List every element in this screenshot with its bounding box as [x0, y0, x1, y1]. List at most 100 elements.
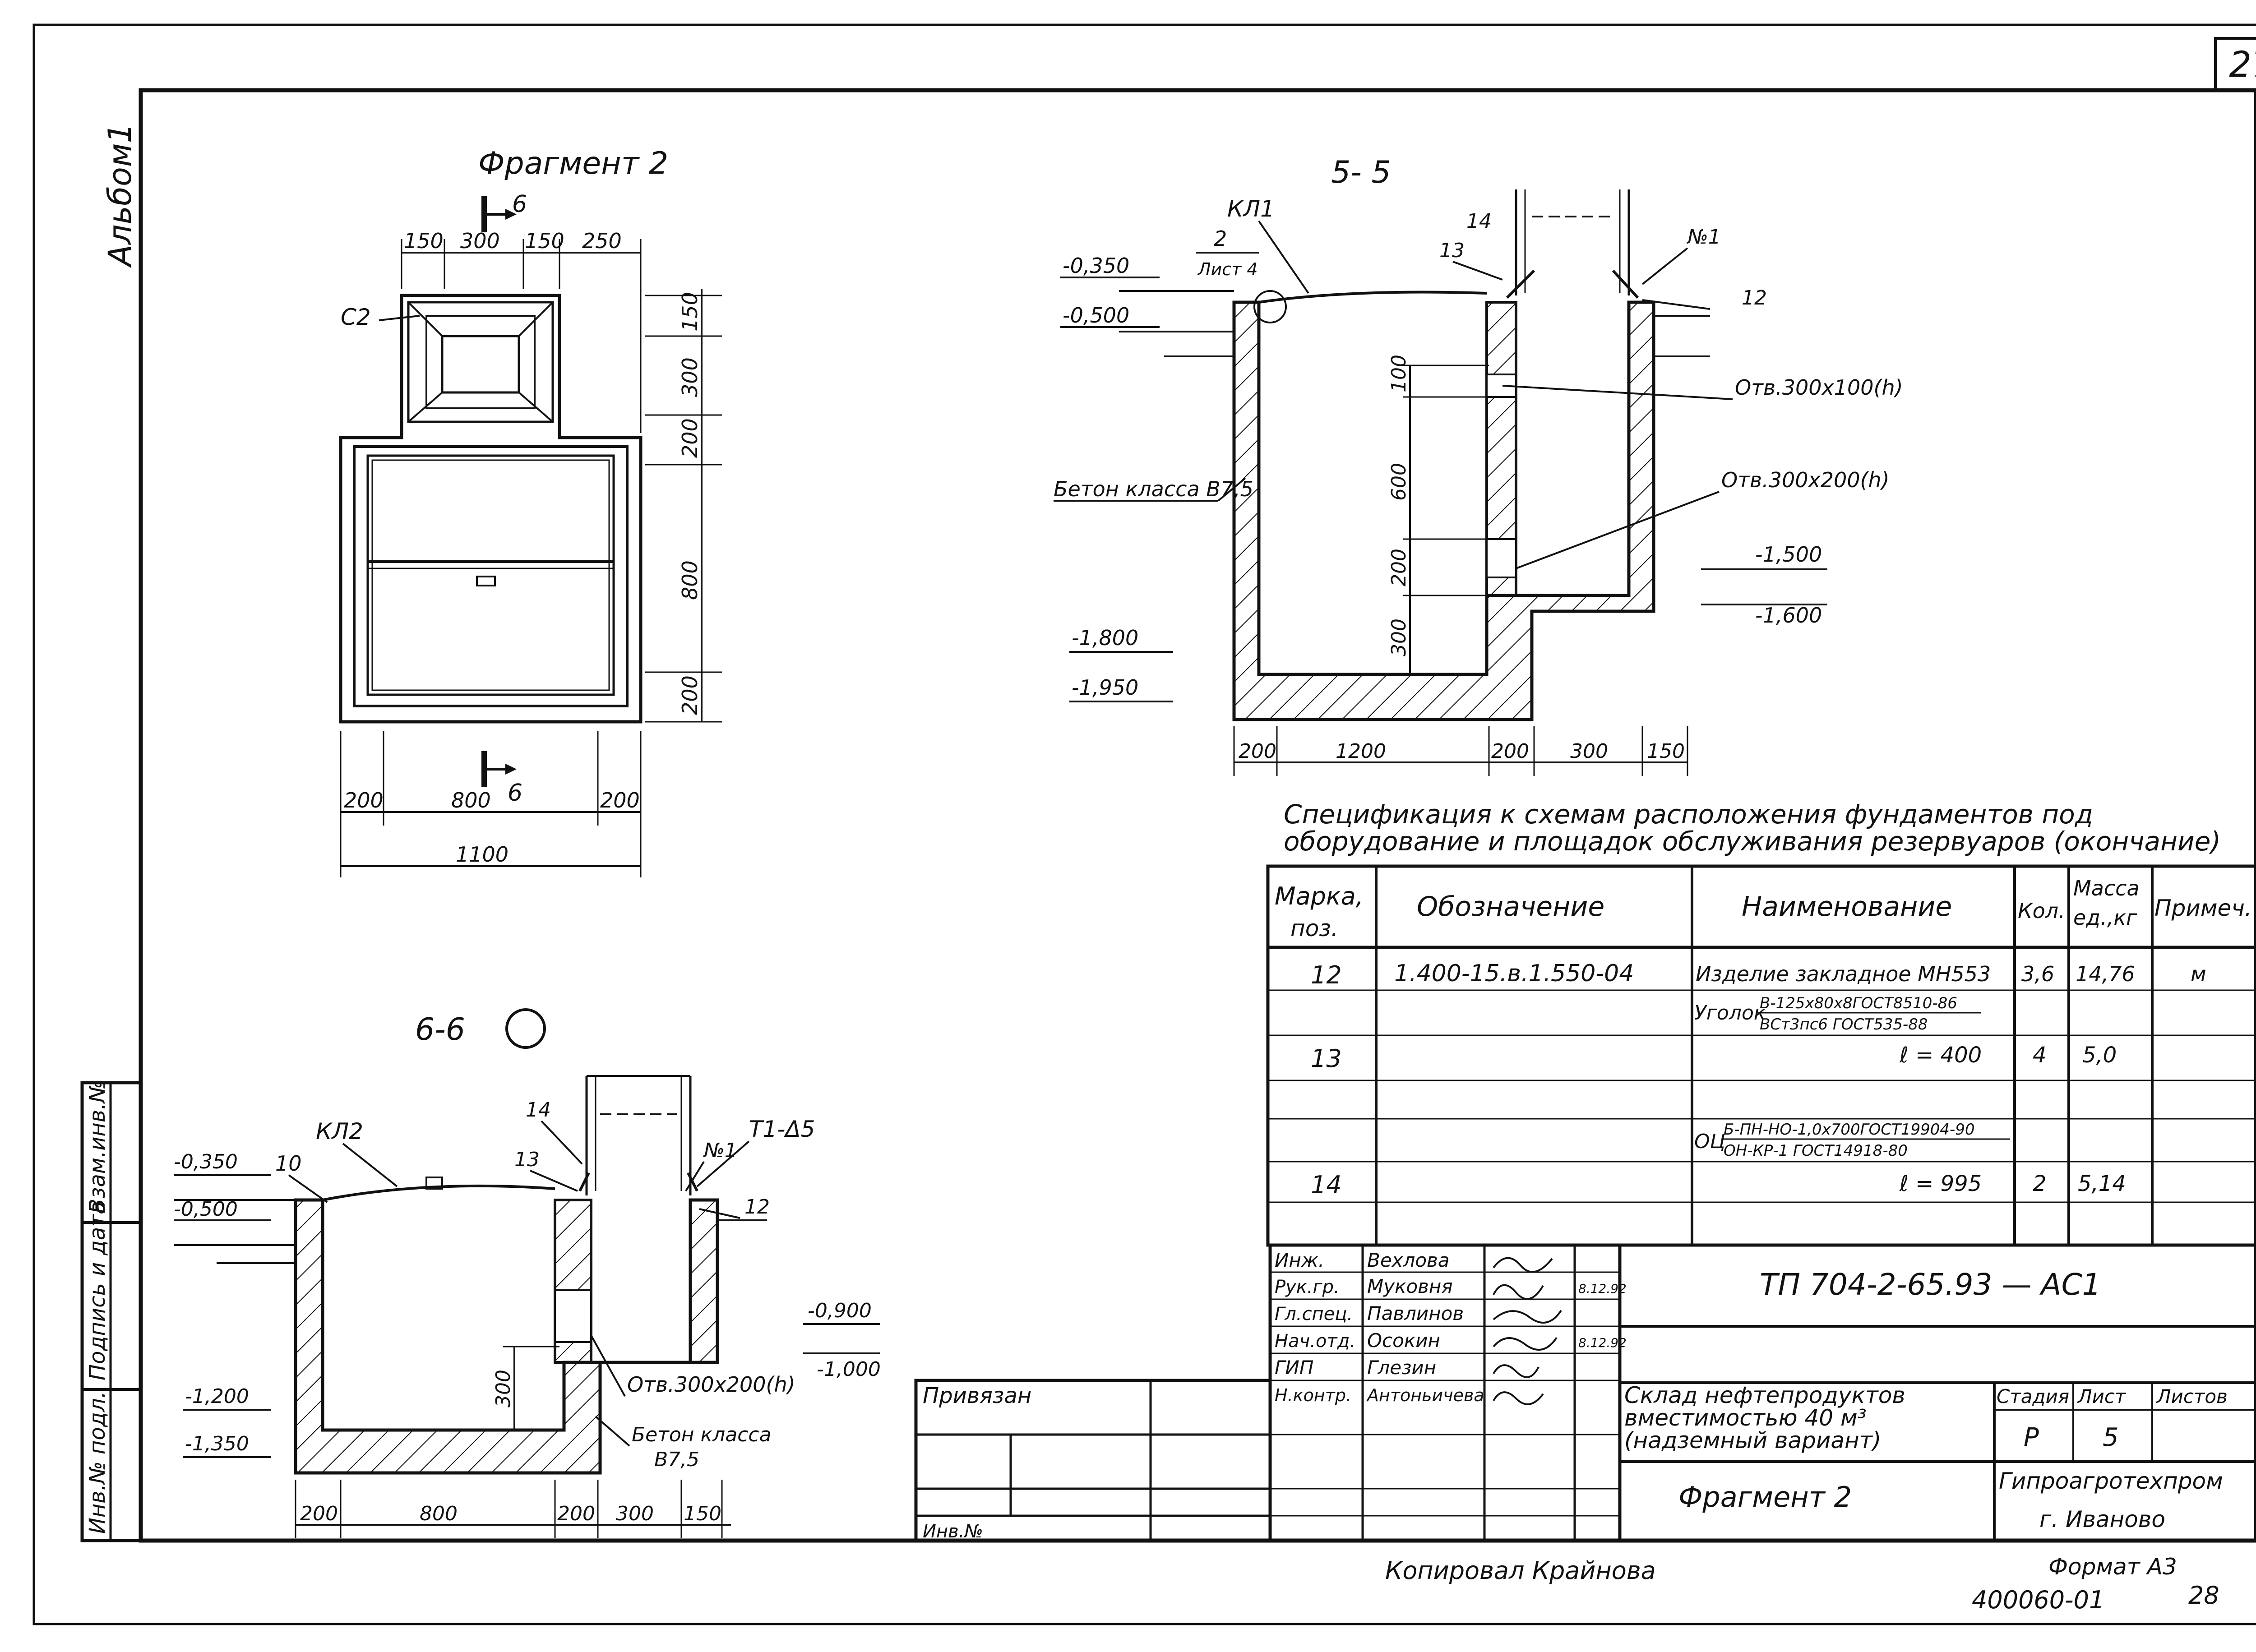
tb-name-2: Павлинов: [1367, 1302, 1464, 1324]
s55-dim-bottom-0: 200: [1239, 740, 1276, 763]
s66-dim-bottom-1: 800: [420, 1502, 458, 1525]
section66-rotation-icon: [505, 1008, 546, 1049]
tb-privyazan: Привязан: [923, 1383, 1031, 1408]
row5-naim: ℓ = 995: [1899, 1171, 1982, 1196]
spec-table: Спецификация к схемам расположения фунда…: [1266, 799, 2256, 1247]
tb-object-2: вместимостью 40 м³: [1624, 1405, 1867, 1431]
s55-ref-num: 2: [1214, 226, 1227, 251]
s66-dim-vert: 300: [492, 1370, 515, 1407]
dim-top-1: 300: [460, 229, 500, 253]
s66-concrete-1: Бетон класса: [632, 1423, 772, 1446]
tb-org-1: Гипроагротехпром: [1999, 1468, 2223, 1494]
tb-inv-no: Инв.№: [923, 1521, 983, 1542]
hdr-marka-2: поз.: [1290, 915, 1338, 941]
dim-bottom-1: 800: [451, 788, 491, 812]
tb-role-5: Н.контр.: [1275, 1385, 1351, 1405]
row5-kol: 2: [2033, 1171, 2047, 1196]
hdr-kol: Кол.: [2018, 899, 2065, 923]
s66-dim-bottom-4: 150: [684, 1502, 721, 1525]
hdr-prim: Примеч.: [2154, 895, 2252, 921]
s55-dim-vert-0: 100: [1387, 355, 1410, 392]
side-stamp-vzam: Взам.инв.№: [85, 1080, 110, 1214]
signature-3: [1493, 1337, 1558, 1351]
tb-name-5: Антоньичева: [1366, 1385, 1484, 1405]
fragment2-plan: Фрагмент 2 6 С2 150 300 150: [339, 146, 722, 877]
s66-pos10: 10: [275, 1151, 302, 1176]
dim-right-3: 800: [678, 560, 702, 600]
row0-kol: 3,6: [2021, 962, 2054, 986]
section-mark-top: 6: [512, 191, 527, 218]
section-5-5: 5- 5 -0,350 -0,500 КЛ1 2 Лист 4 14 1: [1054, 155, 1903, 776]
row0-prim: м: [2191, 962, 2206, 986]
s55-dim-bottom-3: 300: [1570, 740, 1608, 763]
s55-opening1: Отв.300х100(h): [1735, 375, 1903, 400]
dim-bottom-0: 200: [344, 788, 384, 812]
dim-total: 1100: [456, 842, 509, 867]
row0-naim: Изделие закладное МН553: [1696, 962, 1991, 986]
row4-naim-pre: ОЦ: [1694, 1130, 1725, 1153]
dim-top-0: 150: [404, 229, 444, 253]
row2-naim: ℓ = 400: [1899, 1043, 1982, 1068]
row0-massa: 14,76: [2076, 962, 2135, 986]
row1-naim-den: ВСт3пс6 ГОСТ535-88: [1760, 1015, 1928, 1034]
signature-4: [1493, 1364, 1539, 1378]
hdr-naim: Наименование: [1742, 891, 1952, 923]
signature-2: [1493, 1310, 1562, 1324]
tb-role-1: Рук.гр.: [1275, 1277, 1340, 1297]
s55-opening2: Отв.300х200(h): [1721, 468, 1890, 492]
c2-label: С2: [341, 304, 371, 330]
signature-1: [1493, 1284, 1544, 1300]
row5-pos: 14: [1311, 1171, 1342, 1199]
s55-elev-2: -0,500: [1063, 303, 1129, 328]
s66-pos14: 14: [526, 1098, 551, 1121]
format-label: Формат А3: [2048, 1554, 2177, 1580]
row4-naim-den: ОН-КР-1 ГОСТ14918-80: [1724, 1142, 1908, 1160]
tb-code: ТП 704-2-65.93 — АС1: [1760, 1267, 2101, 1302]
section-mark-bottom: 6: [508, 780, 522, 807]
s55-dim-bottom-2: 200: [1491, 740, 1529, 763]
hdr-massa-2: ед.,кг: [2073, 905, 2137, 930]
s55-dim-vert-1: 600: [1387, 463, 1410, 501]
tb-role-0: Инж.: [1275, 1249, 1324, 1271]
tb-list-h: Лист: [2077, 1385, 2127, 1407]
archive-code: 400060-01: [1972, 1586, 2104, 1614]
spec-title-1: Спецификация к схемам расположения фунда…: [1284, 799, 2093, 830]
tb-stage: Р: [2024, 1423, 2039, 1452]
s66-opening: Отв.300х200(h): [627, 1372, 795, 1397]
s55-dim-bottom-4: 150: [1647, 740, 1685, 763]
section55-title: 5- 5: [1331, 155, 1391, 190]
album-label: Альбом1: [102, 123, 139, 268]
s55-pos12: 12: [1742, 286, 1767, 309]
fragment2-title: Фрагмент 2: [478, 146, 668, 181]
tb-list: 5: [2103, 1423, 2119, 1452]
row0-pos: 12: [1311, 961, 1342, 989]
s66-no1: №1: [703, 1139, 737, 1162]
s55-elev-6: -1,600: [1755, 603, 1822, 628]
s55-dim-bottom-1: 1200: [1336, 740, 1386, 763]
s55-ref-sheet: Лист 4: [1197, 259, 1258, 279]
tb-role-3: Нач.отд.: [1275, 1331, 1355, 1352]
s66-elev-4: -1,350: [185, 1432, 249, 1455]
archive-sheet: 28: [2188, 1581, 2219, 1610]
trim-frame: [32, 23, 2256, 1625]
tb-stage-h: Стадия: [1997, 1385, 2069, 1407]
row2-pos: 13: [1311, 1044, 1342, 1073]
section66-title: 6-6: [415, 1012, 465, 1047]
hdr-oboz: Обозначение: [1417, 891, 1604, 923]
signature-5: [1493, 1391, 1544, 1405]
tb-name-4: Глезин: [1367, 1357, 1436, 1379]
s66-dim-bottom-0: 200: [300, 1502, 338, 1525]
s66-t1: Т1-Δ5: [749, 1116, 815, 1142]
s66-elev-1: -0,350: [174, 1150, 238, 1173]
dim-bottom-2: 200: [600, 788, 640, 812]
s66-elev-3: -1,200: [185, 1385, 249, 1408]
tb-object-1: Склад нефтепродуктов: [1624, 1382, 1905, 1408]
s55-kl1: КЛ1: [1227, 196, 1275, 222]
s66-pos13: 13: [514, 1148, 540, 1171]
sheet-number: 27: [2229, 45, 2256, 85]
s66-dim-bottom-2: 200: [557, 1502, 595, 1525]
row0-oboz: 1.400-15.в.1.550-04: [1394, 960, 1634, 987]
tb-role-4: ГИП: [1275, 1357, 1313, 1379]
dim-top-3: 250: [582, 229, 622, 253]
dim-right-4: 200: [678, 675, 702, 715]
